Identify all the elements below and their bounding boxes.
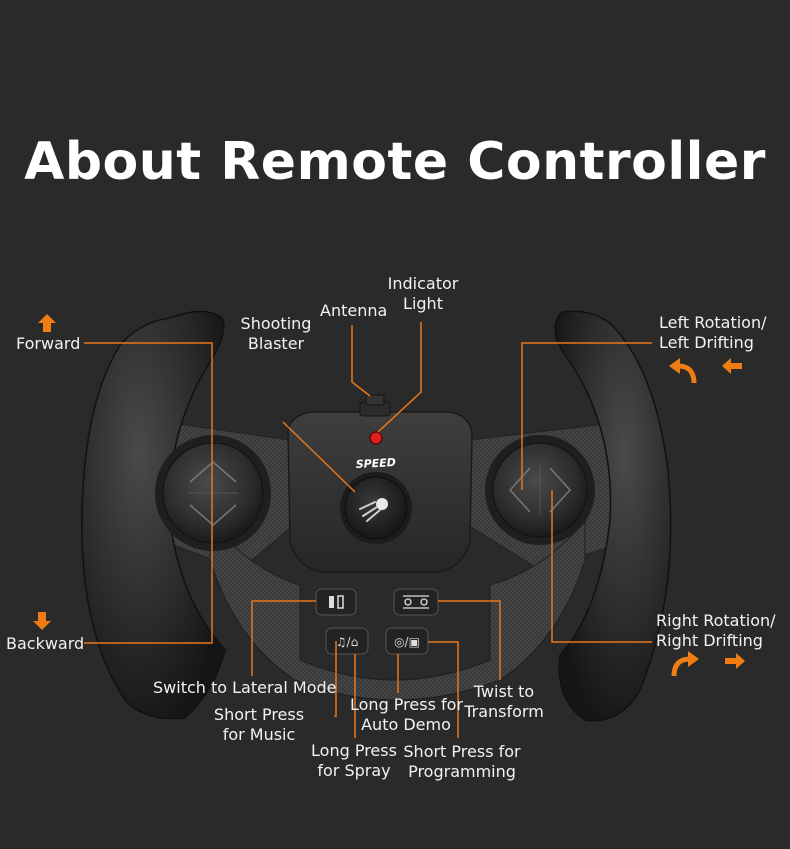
antenna-tip [365, 394, 385, 406]
label-short-press-music: Short Press for Music [213, 705, 305, 744]
svg-text:◎/▣: ◎/▣ [394, 635, 420, 649]
svg-text:♫/⌂: ♫/⌂ [336, 635, 358, 649]
indicator-light [369, 431, 383, 445]
label-long-press-spray: Long Press for Spray [311, 741, 397, 780]
callout-lines [84, 322, 652, 738]
rotate-right-icon [671, 651, 699, 677]
arrow-down-icon [33, 612, 51, 630]
label-right-rotation: Right Rotation/ Right Drifting [656, 611, 776, 650]
demo-program-button [385, 627, 429, 655]
label-indicator-light: Indicator Light [387, 274, 459, 313]
label-left-rotation: Left Rotation/ Left Drifting [659, 313, 767, 352]
speed-label: SPEED [355, 456, 396, 471]
label-long-press-demo: Long Press for Auto Demo [350, 695, 463, 734]
label-shooting-blaster: Shooting Blaster [240, 314, 312, 353]
label-switch-lateral: Switch to Lateral Mode [153, 678, 337, 697]
label-twist-transform: Twist to Transform [464, 682, 544, 721]
label-short-press-programming: Short Press for Programming [403, 742, 521, 781]
lower-body [209, 518, 586, 701]
right-grip [554, 310, 672, 722]
label-antenna: Antenna [320, 301, 388, 320]
lateral-mode-button [315, 588, 357, 616]
label-forward: Forward [16, 334, 81, 353]
arrow-right-icon [725, 653, 745, 669]
page-title: About Remote Controller [24, 132, 766, 192]
transform-button [393, 588, 439, 616]
rotate-left-icon [669, 358, 697, 384]
label-backward: Backward [6, 634, 85, 653]
arrow-up-icon [38, 314, 56, 332]
arrow-left-icon [722, 358, 742, 374]
left-grip [81, 310, 226, 720]
